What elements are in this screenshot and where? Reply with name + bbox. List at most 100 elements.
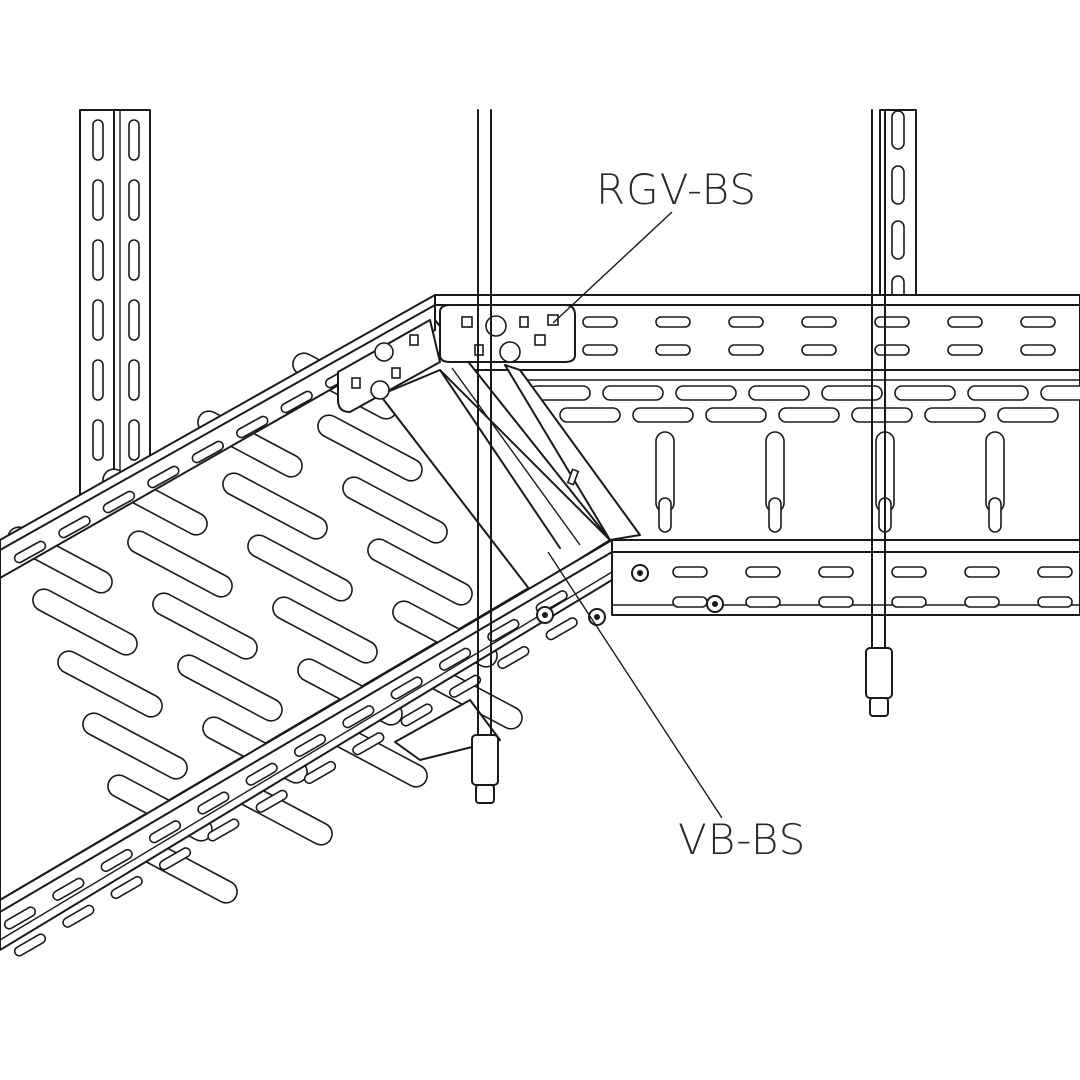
slot bbox=[32, 588, 138, 656]
slot bbox=[13, 933, 47, 957]
slot bbox=[821, 385, 883, 401]
bracket-plate bbox=[337, 304, 576, 413]
slot bbox=[342, 476, 448, 544]
slot bbox=[152, 592, 258, 660]
slot bbox=[964, 596, 1000, 608]
leader-line-vb-bs bbox=[547, 551, 723, 819]
slot bbox=[127, 530, 233, 598]
slot bbox=[497, 645, 530, 670]
slot bbox=[303, 760, 337, 785]
left-support-channel bbox=[79, 109, 151, 501]
slot bbox=[82, 712, 188, 780]
slot bbox=[582, 316, 618, 328]
slot bbox=[655, 316, 691, 328]
slot bbox=[92, 239, 104, 281]
slot bbox=[672, 596, 708, 608]
slot bbox=[102, 490, 136, 514]
slot bbox=[197, 791, 230, 815]
slot bbox=[1037, 596, 1073, 608]
slot bbox=[191, 440, 225, 464]
slot bbox=[891, 165, 905, 205]
slot bbox=[235, 415, 269, 439]
slot bbox=[582, 344, 618, 356]
callout-label-rgv-bs: RGV-BS bbox=[596, 165, 758, 214]
slot bbox=[728, 316, 764, 328]
slot bbox=[13, 540, 47, 564]
slot bbox=[778, 407, 840, 423]
splice-bolts-right bbox=[631, 564, 724, 613]
slot bbox=[487, 618, 520, 643]
slot bbox=[801, 344, 837, 356]
slot bbox=[602, 385, 664, 401]
slot bbox=[438, 647, 472, 671]
slot bbox=[52, 877, 85, 901]
slot bbox=[891, 596, 927, 608]
slot bbox=[92, 179, 104, 221]
slot bbox=[280, 390, 313, 414]
slot bbox=[367, 538, 473, 606]
threaded-rod-right bbox=[865, 109, 893, 717]
slot bbox=[158, 847, 192, 871]
slot bbox=[58, 515, 91, 539]
slot bbox=[745, 596, 781, 608]
slot bbox=[801, 316, 837, 328]
slot bbox=[818, 596, 854, 608]
slot bbox=[207, 818, 240, 842]
slot bbox=[293, 733, 327, 758]
slot bbox=[448, 674, 482, 698]
slot bbox=[947, 316, 983, 328]
slot bbox=[967, 385, 1029, 401]
slot bbox=[390, 676, 423, 700]
slot bbox=[92, 299, 104, 341]
slot bbox=[705, 407, 767, 423]
slot bbox=[92, 359, 104, 401]
slot bbox=[272, 596, 378, 664]
slot bbox=[891, 566, 927, 578]
slot bbox=[964, 566, 1000, 578]
slot bbox=[874, 316, 910, 328]
slot bbox=[62, 904, 95, 928]
slot bbox=[128, 239, 140, 281]
slot bbox=[947, 344, 983, 356]
slot bbox=[818, 566, 854, 578]
slot bbox=[748, 385, 810, 401]
slot bbox=[352, 732, 385, 756]
slot bbox=[658, 497, 672, 533]
slot bbox=[147, 465, 180, 489]
slot bbox=[247, 534, 353, 602]
slot bbox=[924, 407, 986, 423]
slot bbox=[255, 789, 288, 813]
slot bbox=[317, 414, 423, 482]
slot bbox=[728, 344, 764, 356]
slot bbox=[128, 119, 140, 161]
slot bbox=[1020, 344, 1056, 356]
slot bbox=[745, 566, 781, 578]
slot bbox=[128, 419, 140, 461]
slot bbox=[891, 220, 905, 260]
slot bbox=[3, 906, 37, 930]
left-tray-front-rail bbox=[0, 539, 613, 957]
slot bbox=[342, 705, 375, 729]
slot bbox=[655, 344, 691, 356]
slot bbox=[100, 848, 133, 873]
slot bbox=[128, 179, 140, 221]
slot bbox=[545, 617, 578, 641]
slot bbox=[1040, 385, 1080, 401]
slot bbox=[851, 407, 913, 423]
slot bbox=[400, 703, 433, 727]
leader-line-rgv-bs bbox=[552, 211, 673, 324]
slot bbox=[891, 110, 905, 150]
slot bbox=[988, 497, 1002, 533]
slot bbox=[245, 762, 278, 786]
vertical-bend-connector bbox=[379, 364, 641, 591]
slot bbox=[894, 385, 956, 401]
callout-label-vb-bs: VB-BS bbox=[678, 815, 807, 864]
slot bbox=[1037, 566, 1073, 578]
slot bbox=[128, 359, 140, 401]
slot bbox=[148, 820, 182, 844]
slot bbox=[128, 299, 140, 341]
slot bbox=[997, 407, 1059, 423]
threaded-rod-left bbox=[471, 109, 499, 804]
